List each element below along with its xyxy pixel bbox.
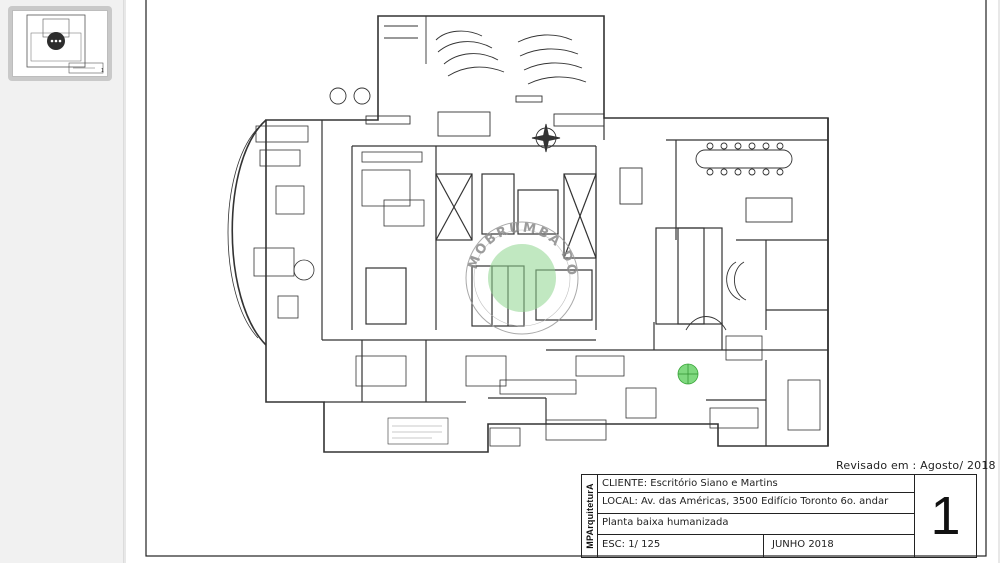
page-view[interactable]: MOBRUMBA DO RIO Revisado em : Agosto/ 20… — [124, 0, 1000, 563]
date-label: JUNHO 2018 — [772, 539, 834, 550]
svg-text:MOBRUMBA DO RIO: MOBRUMBA DO RIO — [126, 0, 579, 278]
page-thumbnail[interactable]: 1 — [8, 6, 112, 81]
sheet-number: 1 — [914, 475, 976, 557]
thumbnail-sidebar: 1 — [0, 0, 124, 563]
scale-label: ESC: 1/ 125 — [602, 539, 661, 550]
brand-strip: MPArquiteturA — [582, 475, 598, 557]
scale-date-row: ESC: 1/ 125 JUNHO 2018 — [598, 535, 914, 557]
stamp-text: MOBRUMBA DO RIO — [126, 0, 577, 278]
thumbnail-page-number: 1 — [101, 68, 104, 74]
watermark-stamp: MOBRUMBA DO RIO — [126, 0, 579, 335]
client-row: CLIENTE: Escritório Siano e Martins — [598, 475, 914, 493]
floor-plan: MOBRUMBA DO RIO — [126, 0, 987, 557]
revision-note: Revisado em : Agosto/ 2018 — [836, 459, 996, 472]
title-block: MPArquiteturA CLIENTE: Escritório Siano … — [581, 474, 977, 558]
drawing-page: MOBRUMBA DO RIO Revisado em : Agosto/ 20… — [126, 0, 998, 563]
brand-label: MPArquiteturA — [584, 483, 595, 549]
page-thumbnail-preview: 1 — [12, 10, 108, 77]
location-row: LOCAL: Av. das Américas, 3500 Edifício T… — [598, 493, 914, 514]
row-divider — [763, 535, 764, 557]
description-row: Planta baixa humanizada — [598, 514, 914, 535]
thumbnail-plan-icon: 1 — [26, 14, 104, 74]
plant-icon — [677, 363, 699, 385]
